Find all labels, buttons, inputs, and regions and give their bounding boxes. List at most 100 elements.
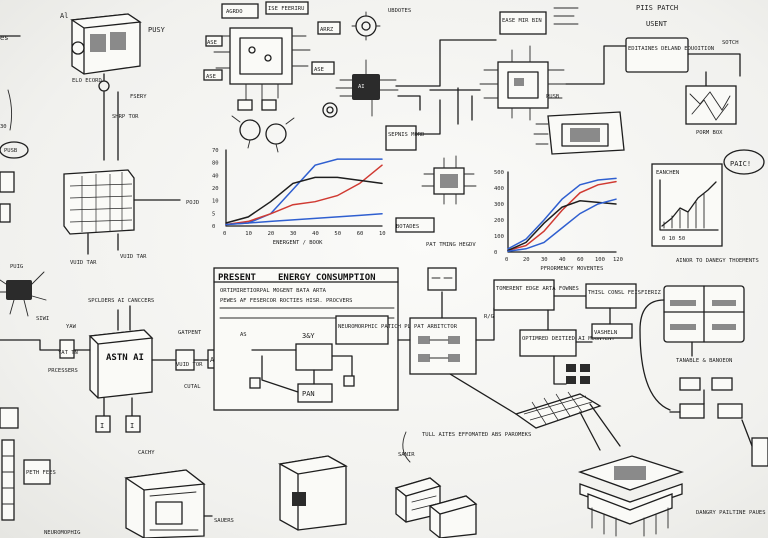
label-tomerent: TOMERENT EDGE ARTA FOWNES xyxy=(496,286,579,292)
label-edge-2: 30 xyxy=(0,124,7,130)
x-axis-label: PFRORMENCY MOVENTES xyxy=(540,266,603,272)
scribble-box xyxy=(685,85,737,125)
y-tick-label: 400 xyxy=(494,186,504,192)
y-tick-label: 300 xyxy=(494,202,504,208)
x-tick-label: 40 xyxy=(312,231,319,237)
label-astn: ASTN AI xyxy=(106,353,144,363)
series-line-1 xyxy=(507,177,617,250)
series-line-1 xyxy=(225,158,383,226)
label-dangry: DANGRY PAILTINE PAUES xyxy=(696,510,766,516)
label-puig: PUIG xyxy=(10,264,23,270)
x-tick-label: 30 xyxy=(290,231,297,237)
label-prcessers: PRCESSERS xyxy=(48,368,78,374)
label-three-y: 3&Y xyxy=(302,332,315,340)
pcb-board xyxy=(457,87,625,155)
x-tick-label: 0 xyxy=(505,257,508,263)
label-sauers: SAUERS xyxy=(214,518,234,524)
label-pusb: PUSB xyxy=(4,148,18,154)
pat-arbitor-block: PAT ARBITCTOR R/G xyxy=(397,291,495,375)
x-tick-label: 10 xyxy=(245,231,252,237)
gear-icon xyxy=(322,11,381,118)
stacked-server xyxy=(577,455,685,537)
label-rg: R/G xyxy=(484,314,494,320)
label-eanchen: EANCHEN xyxy=(656,170,679,176)
label-vuid-tar-2: VUID TAR xyxy=(120,254,147,260)
y-tick-label: 200 xyxy=(494,218,504,224)
label-pan: PAN xyxy=(302,390,315,398)
cachy-cube: CACHY SAUERS xyxy=(124,450,234,538)
label-edtaines: EDITAINES DELAND EDUOITION xyxy=(628,46,714,52)
label-ase-mi-bin: EASE MIR BIN xyxy=(502,18,542,24)
label-pojd: POJD xyxy=(186,200,199,206)
x-tick-label: 60 xyxy=(357,231,364,237)
label-pewes-line: PEWES AF FESERCOR ROCTIES HISR. PROCVERS xyxy=(220,298,352,304)
x-tick-label: 10 xyxy=(379,231,386,237)
label-porm-box: PORM BOX xyxy=(696,130,723,136)
label-ortim-line: ORTIMIRETIORPAL MOGENT BATA ARTA xyxy=(220,288,327,294)
label-vasheln: VASHELN xyxy=(594,330,617,336)
label-pat-tming: PAT TMING HEGDV xyxy=(426,242,476,248)
label-tull-aites: TULL AITES EFFOMATED ABS PAROMEKS xyxy=(422,432,531,438)
x-tick-label: 20 xyxy=(523,257,530,263)
label-botades: BOTADES xyxy=(396,224,419,230)
astn-ai-block: SPCLDERS AI CANCCERS ASTN AI YAT TN YAW … xyxy=(0,298,177,433)
label-ase-3: ASE xyxy=(314,67,324,73)
label-tanable: TANABLE & BANOEON xyxy=(676,358,732,364)
series-line-3 xyxy=(507,200,617,252)
chip-cluster xyxy=(553,355,590,385)
y-tick-label: 70 xyxy=(212,148,219,154)
label-yat-tn: YAT TN xyxy=(58,350,78,356)
label-i-1: I xyxy=(100,422,104,430)
top-center-chip: AGRDO ISE FEERIRU ASE ASE ARRZ ASE xyxy=(203,1,341,153)
y-tick-label: 0 xyxy=(212,224,215,230)
left-ladder xyxy=(1,439,15,521)
label-peth-fees: PETH FEES xyxy=(26,470,56,476)
small-chart-right: EANCHEN 0 10 50 xyxy=(651,163,723,247)
y-tick-label: 10 xyxy=(212,199,219,205)
label-r-box: ELO ECORD xyxy=(72,78,102,84)
y-tick-label: 5 xyxy=(212,211,215,217)
label-pis-patch: PIIS PATCH xyxy=(636,4,678,12)
bottom-cube-1 xyxy=(278,455,348,531)
label-ase: ASE xyxy=(207,40,217,46)
label-cachy: CACHY xyxy=(138,450,155,456)
label-ainon: AINOR TO DANEGY THOEMENTS xyxy=(676,258,759,264)
label-arrz: ARRZ xyxy=(320,27,334,33)
y-tick-label: 40 xyxy=(212,173,219,179)
x-axis-label: ENERGENT / BOOK xyxy=(273,240,323,246)
right-top-chip: PUSB xyxy=(429,45,627,121)
label-usent: USENT xyxy=(646,20,668,28)
axis-lines xyxy=(507,171,617,253)
series-line-3 xyxy=(225,213,383,226)
label-yaw: YAW xyxy=(66,324,77,330)
label-sepnis-moro: SEPNIS MORD xyxy=(388,132,424,138)
x-tick-label: 50 xyxy=(334,231,341,237)
top-left-module: Al PUSY ELO ECORD FSERY SHRP TOR es 30 P… xyxy=(0,12,166,223)
x-tick-label: 40 xyxy=(559,257,566,263)
label-pusy: PUSY xyxy=(148,26,166,34)
label-ise-feeriru: ISE FEERIRU xyxy=(268,6,304,12)
axis-lines xyxy=(225,149,383,227)
y-tick-label: 20 xyxy=(212,186,219,192)
label-small-chart-ticks: 0 10 50 xyxy=(662,236,685,242)
label-neuromorphic: NEUROMORPHIC PATICH PLOCUERTORS xyxy=(338,324,441,330)
y-tick-label: 80 xyxy=(212,161,219,167)
label-pact: PAIC! xyxy=(730,160,751,168)
x-tick-label: 100 xyxy=(595,257,605,263)
label-gatpent: GATPENT xyxy=(178,330,202,336)
label-cutal: CUTAL xyxy=(184,384,201,390)
label-edge-1: es xyxy=(0,34,8,42)
y-tick-label: 100 xyxy=(494,234,504,240)
label-pusb-2: PUSB xyxy=(546,94,560,100)
x-tick-label: 20 xyxy=(268,231,275,237)
x-tick-label: 0 xyxy=(223,231,226,237)
label-cpu: AI xyxy=(358,84,365,90)
left-chip: PUIG SIWI xyxy=(0,264,49,322)
label-shrp-tor: SHRP TOR xyxy=(112,114,139,120)
keyboard-icon xyxy=(449,373,621,451)
memory-grid-block: POJD VUID TAR VUID TAR xyxy=(63,169,199,266)
